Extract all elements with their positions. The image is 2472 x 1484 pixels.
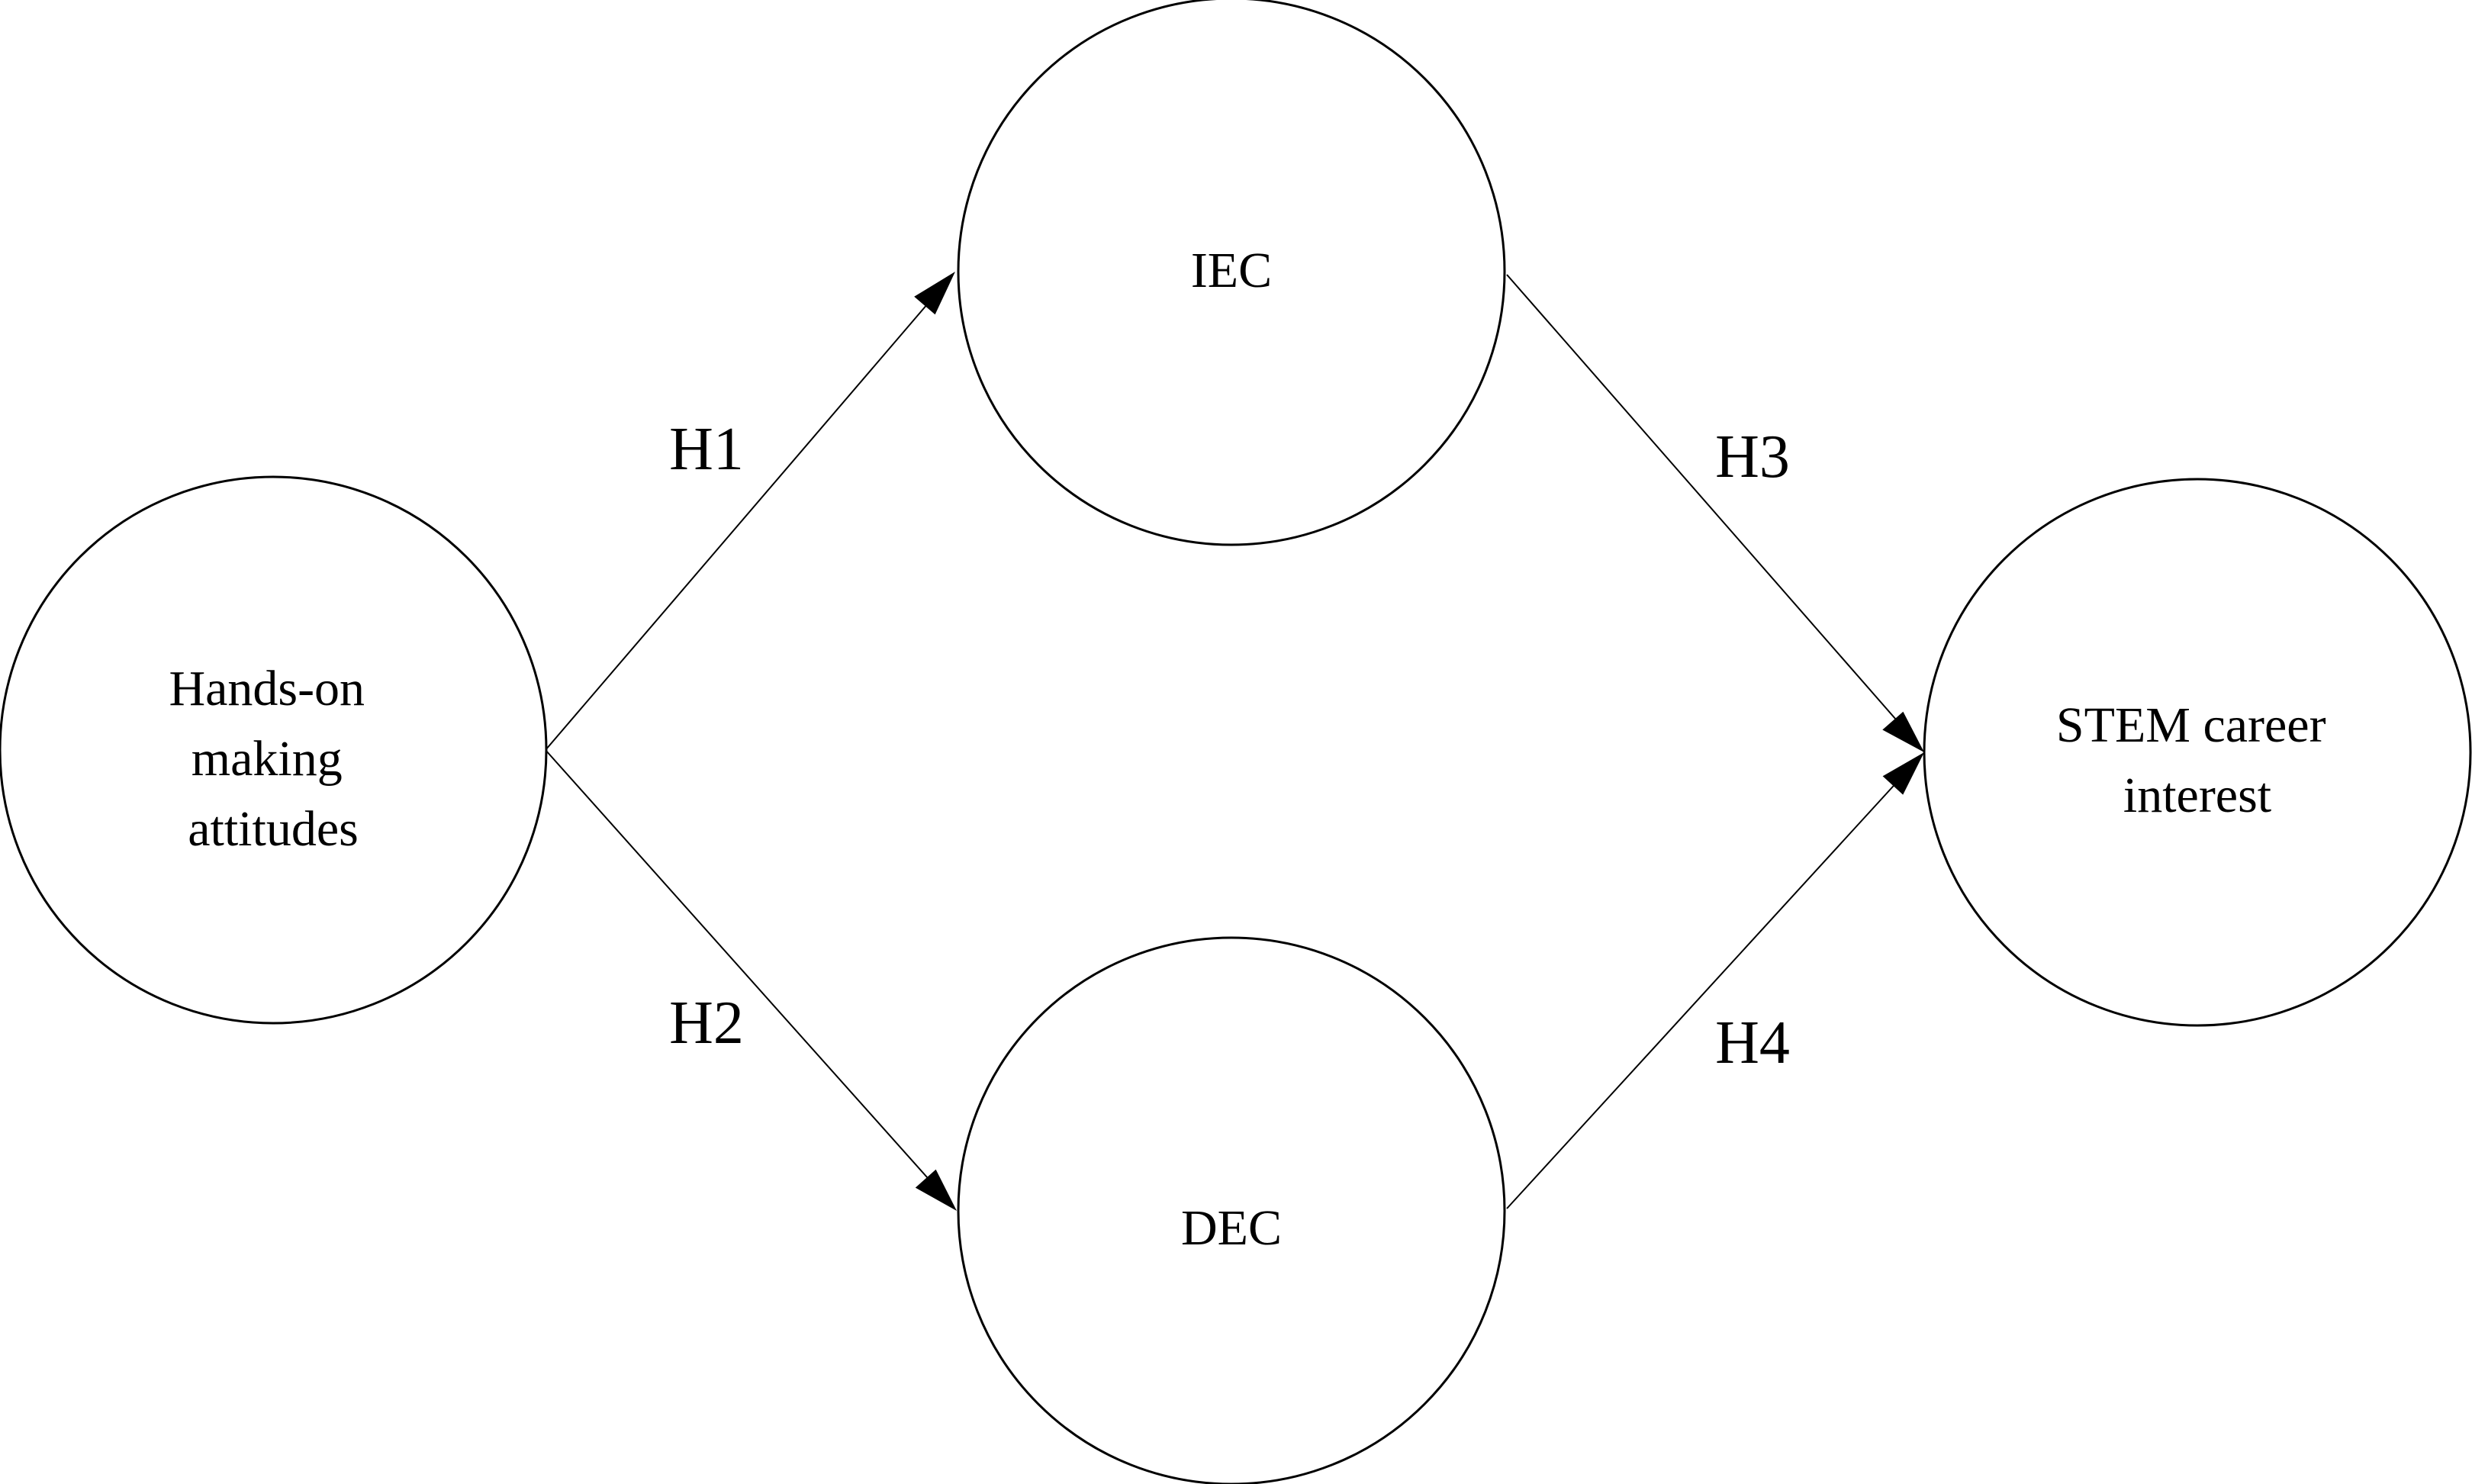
node-stem-career-interest: STEM career interest: [1923, 478, 2472, 1027]
node-hands-on-circle: [0, 475, 548, 1025]
node-iec-line-1: IEC: [1191, 243, 1272, 298]
node-dec-line-1: DEC: [1181, 1200, 1282, 1256]
arrow-h2-line: [545, 749, 935, 1186]
edge-h4: [1506, 752, 1924, 1209]
edge-h3: [1506, 274, 1924, 752]
arrow-h1-line: [545, 298, 933, 751]
edge-h2: [545, 749, 957, 1211]
node-iec-circle: [957, 0, 1506, 546]
node-stem-line-2: interest: [2123, 768, 2271, 823]
node-hands-on-making-attitudes: Hands-on making attitudes: [0, 475, 548, 1025]
edge-label-h3: H3: [1715, 423, 1790, 491]
node-dec-label: DEC: [1181, 1200, 1282, 1256]
arrow-h4-head: [1882, 752, 1924, 795]
node-dec-circle: [957, 936, 1506, 1484]
node-hands-on-line-1: Hands-on: [169, 661, 365, 716]
node-stem-circle: [1923, 478, 2472, 1027]
arrow-h3-line: [1506, 274, 1902, 726]
arrow-h3-head: [1882, 711, 1924, 752]
arrow-h2-head: [915, 1169, 957, 1211]
node-hands-on-label: Hands-on making attitudes: [169, 661, 377, 857]
arrow-h1-head: [914, 272, 955, 315]
edge-label-h4: H4: [1715, 1009, 1790, 1077]
node-dec: DEC: [957, 936, 1506, 1484]
node-iec: IEC: [957, 0, 1506, 546]
node-hands-on-line-3: attitudes: [188, 801, 359, 857]
node-stem-line-1: STEM career: [2056, 697, 2326, 753]
arrow-h4-line: [1506, 778, 1901, 1209]
edge-h1: [545, 272, 955, 751]
edge-label-h1: H1: [669, 416, 744, 483]
node-iec-label: IEC: [1191, 243, 1272, 298]
node-stem-label: STEM career interest: [2056, 697, 2338, 823]
edge-label-h2: H2: [669, 990, 744, 1057]
node-hands-on-line-2: making: [192, 731, 343, 787]
